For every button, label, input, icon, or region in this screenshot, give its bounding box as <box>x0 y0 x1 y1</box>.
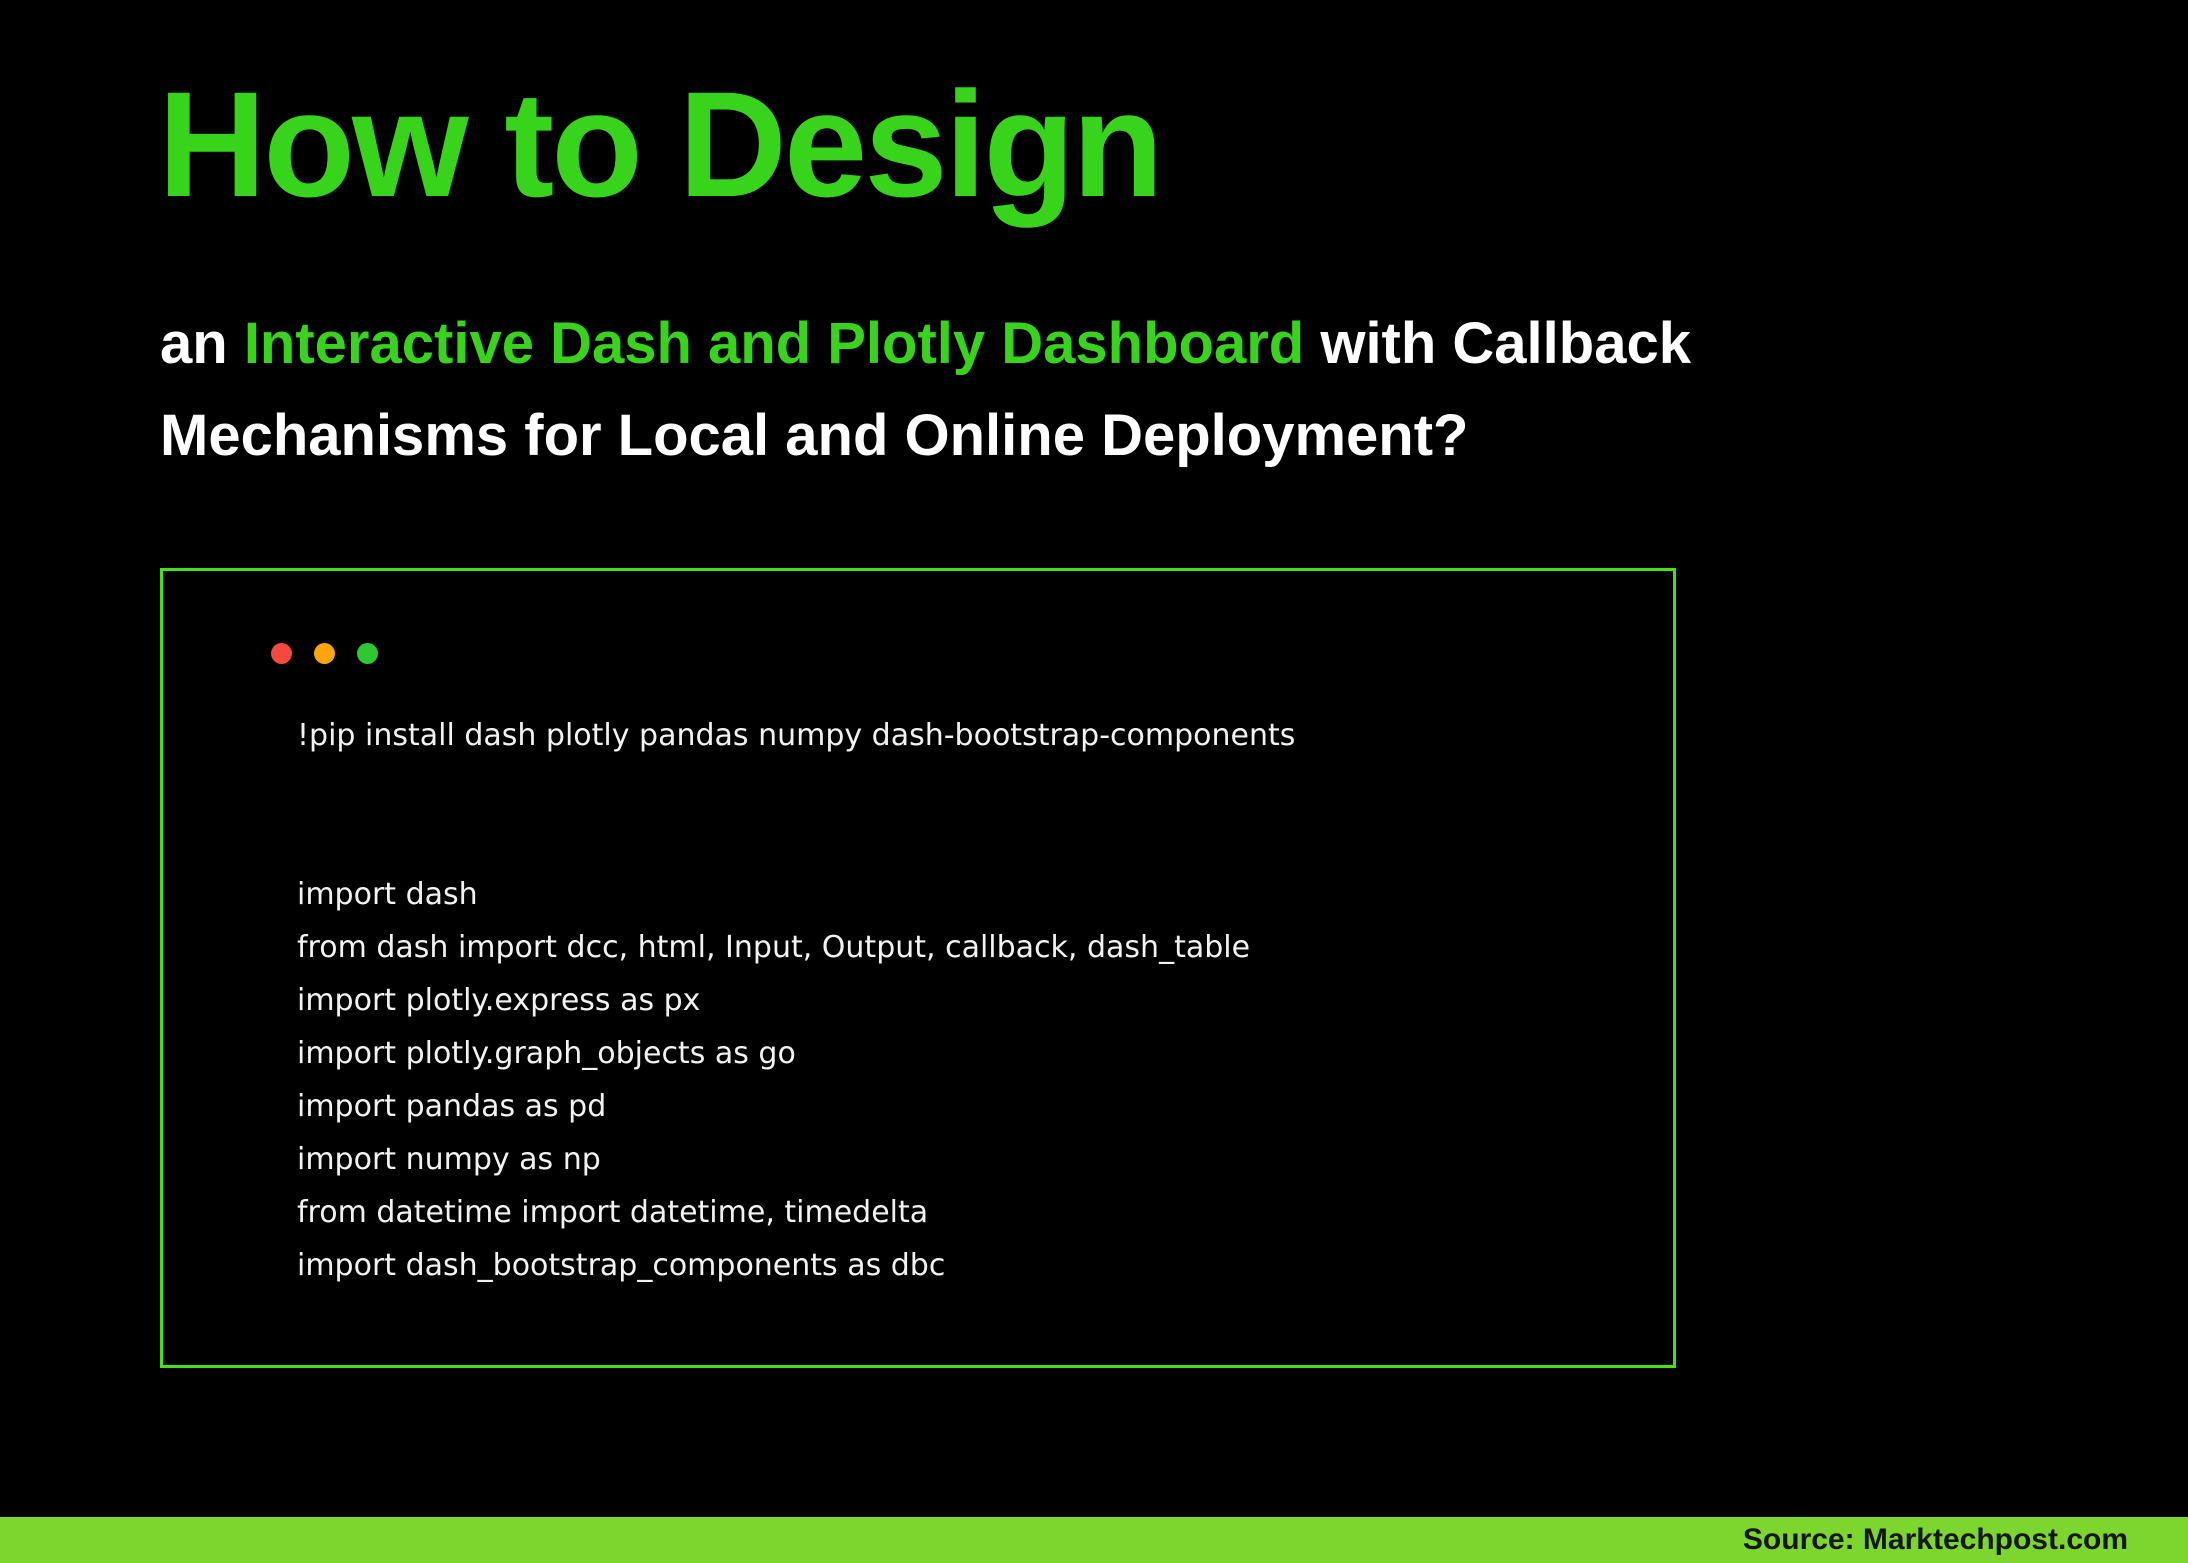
code-line: !pip install dash plotly pandas numpy da… <box>297 718 1296 753</box>
code-line: from datetime import datetime, timedelta <box>297 1195 929 1230</box>
subtitle-prefix: an <box>160 311 244 376</box>
code-block: !pip install dash plotly pandas numpy da… <box>297 709 1623 1292</box>
zoom-dot-icon <box>357 643 378 664</box>
code-line: import numpy as np <box>297 1142 601 1177</box>
subtitle-suffix: with Callback Mechanisms for Local and O… <box>160 311 1691 468</box>
footer-bar: Source: Marktechpost.com <box>0 1517 2188 1563</box>
subtitle-highlight: Interactive Dash and Plotly Dashboard <box>243 311 1305 376</box>
code-line: import plotly.express as px <box>297 983 701 1018</box>
code-line: from dash import dcc, html, Input, Outpu… <box>297 930 1251 965</box>
page-subtitle: an Interactive Dash and Plotly Dashboard… <box>160 298 1920 482</box>
code-line <box>297 762 1623 815</box>
code-line: import pandas as pd <box>297 1089 607 1124</box>
traffic-lights <box>271 643 378 664</box>
code-line: import dash_bootstrap_components as dbc <box>297 1248 946 1283</box>
minimize-dot-icon <box>314 643 335 664</box>
code-window: !pip install dash plotly pandas numpy da… <box>160 568 1676 1368</box>
close-dot-icon <box>271 643 292 664</box>
code-line: import dash <box>297 877 478 912</box>
source-attribution: Source: Marktechpost.com <box>1742 1523 2128 1556</box>
code-line: import plotly.graph_objects as go <box>297 1036 796 1071</box>
page-title: How to Design <box>158 60 1164 228</box>
code-line <box>297 815 1623 868</box>
